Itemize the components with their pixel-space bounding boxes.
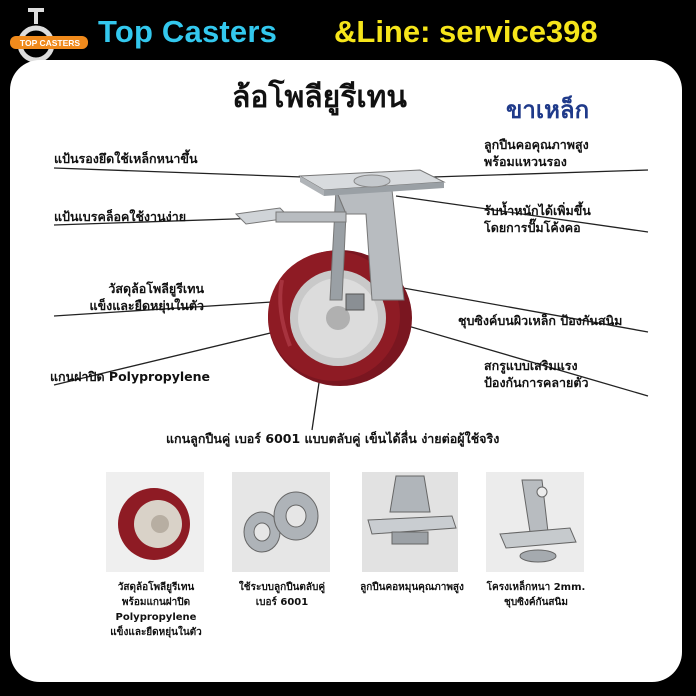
callout-top-plate: แป้นรองยึดใช้เหล็กหนาขึ้น — [54, 151, 198, 166]
feature-photo-swivel — [362, 472, 458, 572]
callout-swivel-bearing: ลูกปืนคอคุณภาพสูง พร้อมแหวนรอง — [484, 137, 589, 169]
bearing-photo-icon — [232, 472, 330, 572]
callout-hub-cap: แกนฝาปิด Polypropylene — [50, 369, 211, 384]
caption-bearing: ใช้ระบบลูกปืนตลับคู่ เบอร์ 6001 — [238, 582, 326, 608]
top-casters-logo: TOP CASTERS — [8, 6, 90, 62]
feature-photo-wheel — [106, 472, 204, 572]
feature-photo-frame — [486, 472, 584, 572]
swivel-photo-icon — [362, 472, 458, 572]
caption-swivel: ลูกปืนคอหมุนคุณภาพสูง — [360, 582, 464, 593]
leader-lines — [53, 167, 649, 431]
line-contact[interactable]: &Line: service398 — [334, 14, 598, 49]
callout-load: รับน้ำหนักได้เพิ่มขึ้น โดยการปั๊มโค้งคอ — [484, 203, 591, 235]
callout-screw: สกรูแบบเสริมแรง ป้องกันการคลายตัว — [484, 358, 589, 390]
callout-axle-bearing: แกนลูกปืนคู่ เบอร์ 6001 แบบตลับคู่ เข็นไ… — [166, 431, 500, 446]
product-subtitle: ขาเหล็ก — [506, 96, 590, 124]
callout-zinc: ชุบซิงค์บนผิวเหล็ก ป้องกันสนิม — [458, 313, 623, 328]
logo-text: TOP CASTERS — [20, 38, 80, 48]
caster-logo-icon: TOP CASTERS — [10, 8, 88, 62]
wheel-photo-icon — [106, 472, 204, 572]
caption-wheel: วัสดุล้อโพลียูรีเทน พร้อมแกนฝาปิด Polypr… — [110, 582, 202, 638]
top-mounting-plate — [298, 169, 446, 196]
frame-photo-icon — [486, 472, 584, 572]
brake-pedal — [234, 207, 347, 225]
brand-name: Top Casters — [98, 14, 278, 49]
callout-brake: แป้นเบรคล็อคใช้งานง่าย — [54, 209, 187, 224]
product-title: ล้อโพลียูรีเทน — [232, 80, 407, 115]
callout-material: วัสดุล้อโพลียูรีเทน แข็งและยืดหยุ่นในตัว — [89, 281, 204, 313]
caption-frame: โครงเหล็กหนา 2mm. ชุบซิงค์กันสนิม — [486, 582, 586, 608]
feature-photo-bearing — [232, 472, 330, 572]
